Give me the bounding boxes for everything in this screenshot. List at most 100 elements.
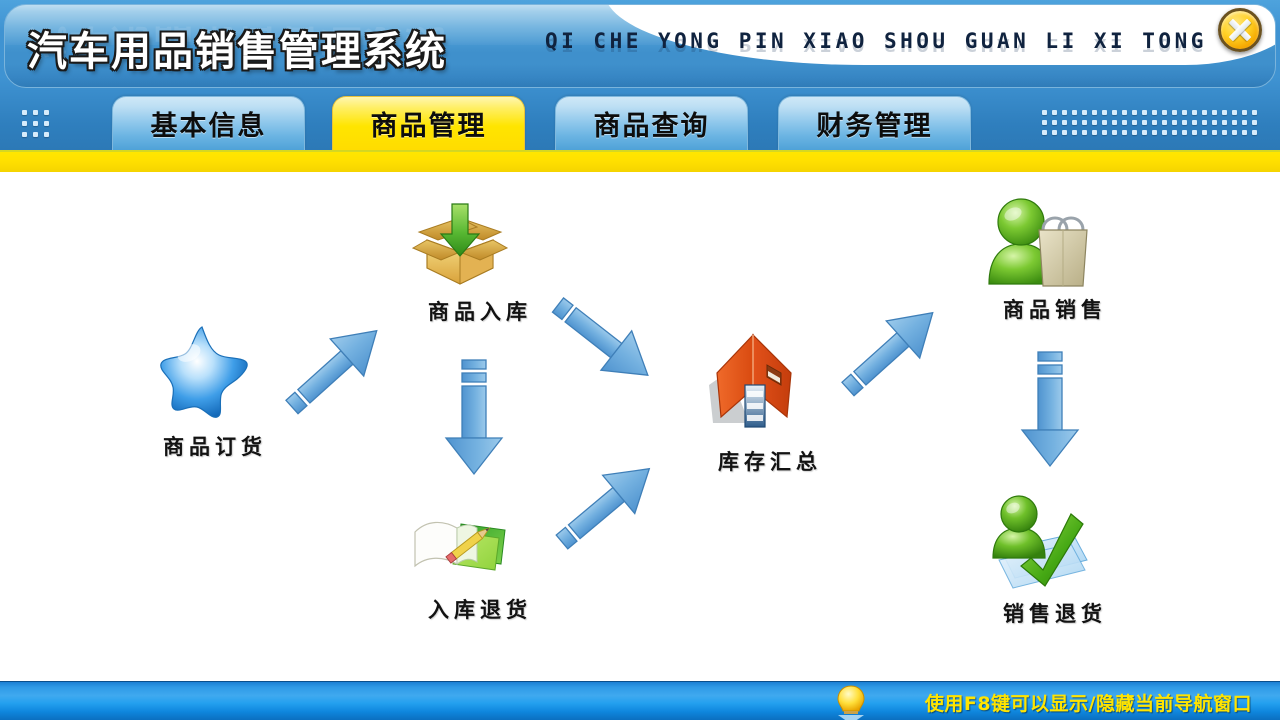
yellow-divider xyxy=(0,150,1280,172)
decorative-dot xyxy=(1232,130,1237,135)
decorative-dot xyxy=(1172,120,1177,125)
decorative-dot xyxy=(1172,110,1177,115)
decorative-dot xyxy=(22,132,27,137)
nav-item-stock-in[interactable]: 商品入库 xyxy=(405,200,555,326)
blue-star-icon xyxy=(145,317,285,427)
decorative-dot xyxy=(1242,120,1247,125)
decorative-dot xyxy=(1132,120,1137,125)
decorative-dot xyxy=(1082,130,1087,135)
book-pencil-icon xyxy=(405,502,555,590)
arrow-stockin-to-inventory xyxy=(551,296,649,376)
decorative-dots-left xyxy=(22,110,49,137)
decorative-dot xyxy=(33,121,38,126)
decorative-dot xyxy=(1092,130,1097,135)
decorative-dot xyxy=(33,132,38,137)
decorative-dot xyxy=(1072,110,1077,115)
decorative-dot xyxy=(1252,120,1257,125)
tab-finance-management[interactable]: 财务管理 xyxy=(778,96,971,150)
decorative-dot xyxy=(1202,110,1207,115)
decorative-dot xyxy=(1132,110,1137,115)
nav-item-inventory-summary[interactable]: 库存汇总 xyxy=(695,327,845,476)
tab-basic-info[interactable]: 基本信息 xyxy=(112,96,305,150)
decorative-dot xyxy=(1202,130,1207,135)
decorative-dot xyxy=(1252,110,1257,115)
decorative-dot xyxy=(1162,130,1167,135)
decorative-dot xyxy=(44,110,49,115)
decorative-dot xyxy=(1122,110,1127,115)
nav-item-label: 商品销售 xyxy=(1003,298,1107,322)
decorative-dot xyxy=(1222,110,1227,115)
decorative-dot xyxy=(1222,120,1227,125)
arrow-order-to-stockin xyxy=(285,329,378,415)
decorative-dot xyxy=(1052,120,1057,125)
navigation-workspace: 商品订货 xyxy=(0,172,1280,681)
decorative-dot xyxy=(1122,130,1127,135)
decorative-dot xyxy=(1042,120,1047,125)
lightbulb-icon xyxy=(834,684,868,720)
decorative-dot xyxy=(1062,110,1067,115)
decorative-dot xyxy=(1212,120,1217,125)
decorative-dot xyxy=(1212,110,1217,115)
decorative-dot xyxy=(1082,120,1087,125)
decorative-dot xyxy=(1182,130,1187,135)
decorative-dot xyxy=(44,121,49,126)
tab-label: 基本信息 xyxy=(150,111,267,142)
decorative-dot xyxy=(1202,120,1207,125)
person-check-pages-icon xyxy=(975,492,1135,594)
decorative-dot xyxy=(1042,110,1047,115)
arrow-sales-to-salesreturn xyxy=(1020,351,1080,468)
nav-item-stock-in-return[interactable]: 入库退货 xyxy=(405,502,555,624)
decorative-dot xyxy=(1222,130,1227,135)
decorative-dot xyxy=(1162,110,1167,115)
header-band: 汽车用品销售管理系统 汽车用品销售管理系统 QI CHE YONG PIN XI… xyxy=(0,0,1280,172)
warehouse-house-icon xyxy=(695,327,845,442)
decorative-dot xyxy=(1092,110,1097,115)
decorative-dot xyxy=(1092,120,1097,125)
decorative-dot xyxy=(1102,120,1107,125)
decorative-dot xyxy=(1252,130,1257,135)
tab-label: 财务管理 xyxy=(816,111,933,142)
nav-item-label: 商品入库 xyxy=(428,300,532,324)
decorative-dot xyxy=(1182,110,1187,115)
decorative-dot xyxy=(22,110,27,115)
nav-item-label: 入库退货 xyxy=(428,598,532,622)
decorative-dot xyxy=(1122,120,1127,125)
nav-item-sales-return[interactable]: 销售退货 xyxy=(975,492,1135,628)
decorative-dot xyxy=(1172,130,1177,135)
nav-item-label: 销售退货 xyxy=(1003,602,1107,626)
decorative-dot xyxy=(1072,120,1077,125)
decorative-dot xyxy=(1102,110,1107,115)
decorative-dot xyxy=(1042,130,1047,135)
decorative-dot xyxy=(1242,110,1247,115)
decorative-dot xyxy=(1142,120,1147,125)
decorative-dot xyxy=(1152,130,1157,135)
decorative-dot xyxy=(1152,120,1157,125)
tab-product-management[interactable]: 商品管理 xyxy=(332,96,525,150)
decorative-dot xyxy=(1162,120,1167,125)
tab-bar: 基本信息 商品管理 商品查询 财务管理 xyxy=(0,96,1280,152)
decorative-dot xyxy=(1142,110,1147,115)
nav-item-label: 库存汇总 xyxy=(718,450,822,474)
close-icon[interactable] xyxy=(1218,8,1262,52)
tab-label: 商品管理 xyxy=(370,111,487,142)
nav-item-product-order[interactable]: 商品订货 xyxy=(145,317,285,461)
decorative-dot xyxy=(1192,130,1197,135)
nav-item-product-sales[interactable]: 商品销售 xyxy=(975,192,1135,324)
decorative-dot xyxy=(1072,130,1077,135)
decorative-dot xyxy=(1192,110,1197,115)
arrow-stockin-to-stockreturn xyxy=(444,359,504,476)
decorative-dot xyxy=(1232,110,1237,115)
decorative-dot xyxy=(1112,110,1117,115)
decorative-dot xyxy=(33,110,38,115)
person-shopping-bag-icon xyxy=(975,192,1135,290)
open-box-down-arrow-icon xyxy=(405,200,555,292)
decorative-dot xyxy=(22,121,27,126)
decorative-dot xyxy=(1062,120,1067,125)
decorative-dot xyxy=(1182,120,1187,125)
decorative-dot xyxy=(1152,110,1157,115)
status-hint-text: 使用F8键可以显示/隐藏当前导航窗口 xyxy=(924,693,1252,715)
tab-product-query[interactable]: 商品查询 xyxy=(555,96,748,150)
decorative-dot xyxy=(1052,130,1057,135)
nav-item-label: 商品订货 xyxy=(163,435,267,459)
